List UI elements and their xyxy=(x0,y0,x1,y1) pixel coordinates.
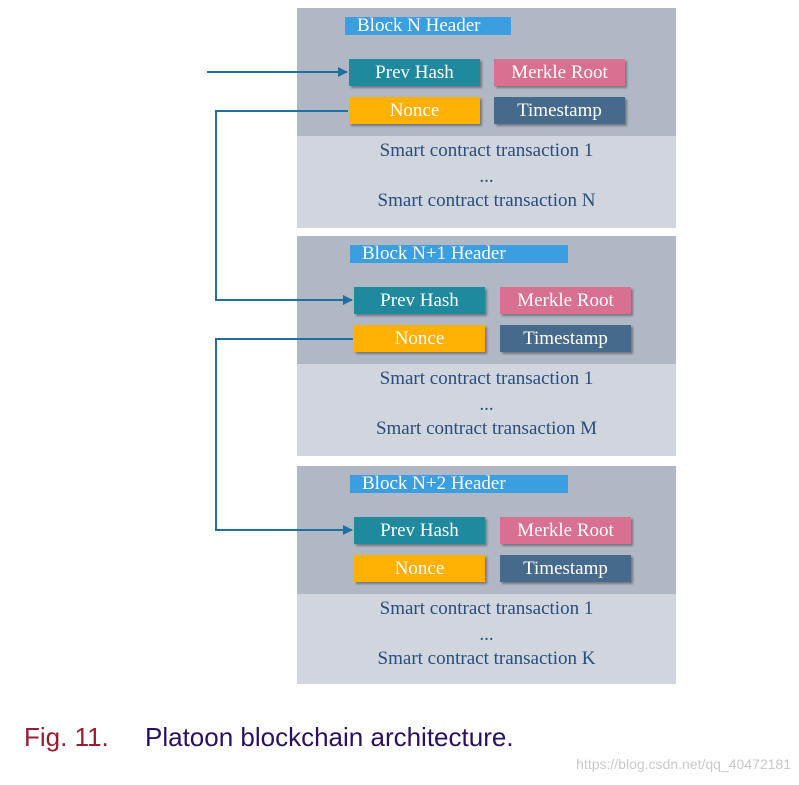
block-n-plus-2: Block N+2 Header Prev Hash Merkle Root N… xyxy=(297,466,676,684)
block-n-header-label: Block N Header xyxy=(345,16,511,35)
transaction-line: Smart contract transaction 1 xyxy=(379,140,594,161)
block-n-plus-1: Block N+1 Header Prev Hash Merkle Root N… xyxy=(297,236,676,456)
caption-label: Fig. 11. xyxy=(24,722,109,752)
block-n: Block N Header Prev Hash Merkle Root Non… xyxy=(297,8,676,228)
transaction-ellipsis: ... xyxy=(479,624,494,645)
transaction-line: Smart contract transaction N xyxy=(377,190,596,211)
caption-text: Platoon blockchain architecture. xyxy=(145,722,514,752)
nonce-field: Nonce xyxy=(354,325,485,352)
block-n-plus-1-header-label: Block N+1 Header xyxy=(350,244,568,263)
timestamp-field: Timestamp xyxy=(500,325,631,352)
figure-caption: Fig. 11. Platoon blockchain architecture… xyxy=(24,722,514,753)
prev-hash-field: Prev Hash xyxy=(349,59,480,86)
prev-hash-field: Prev Hash xyxy=(354,517,485,544)
merkle-root-field: Merkle Root xyxy=(500,287,631,314)
block-n-plus-1-transactions-section xyxy=(297,364,676,456)
timestamp-field: Timestamp xyxy=(500,555,631,582)
merkle-root-field: Merkle Root xyxy=(500,517,631,544)
nonce-field: Nonce xyxy=(354,555,485,582)
nonce-to-prev-hash-arrow xyxy=(215,110,353,305)
transaction-line: Smart contract transaction K xyxy=(377,648,596,669)
block-n-plus-2-transactions-section xyxy=(297,594,676,684)
nonce-field: Nonce xyxy=(349,97,480,124)
watermark: https://blog.csdn.net/qq_40472181 xyxy=(576,756,791,772)
merkle-root-field: Merkle Root xyxy=(494,59,625,86)
transaction-ellipsis: ... xyxy=(479,394,494,415)
nonce-to-prev-hash-arrow xyxy=(215,338,353,535)
transaction-line: Smart contract transaction M xyxy=(375,418,598,439)
transaction-line: Smart contract transaction 1 xyxy=(379,598,594,619)
transaction-ellipsis: ... xyxy=(479,166,494,187)
block-n-transactions-section xyxy=(297,136,676,228)
transaction-line: Smart contract transaction 1 xyxy=(379,368,594,389)
block-n-plus-2-header-label: Block N+2 Header xyxy=(350,474,568,493)
prev-hash-field: Prev Hash xyxy=(354,287,485,314)
timestamp-field: Timestamp xyxy=(494,97,625,124)
